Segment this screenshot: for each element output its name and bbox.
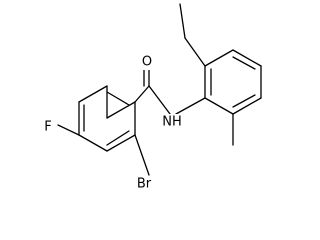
bond (204, 97, 234, 115)
structure-diagram: O NH F Br (41, 3, 262, 192)
nitrogen-label: NH (162, 115, 182, 130)
aniline-ring (175, 49, 262, 115)
bond (78, 85, 108, 103)
oxygen-label: O (142, 55, 152, 70)
bond (184, 37, 206, 67)
bond (134, 85, 150, 103)
carbonyl-group (134, 67, 171, 115)
ethyl-group (179, 3, 206, 67)
atom-labels: O NH F Br (41, 55, 182, 192)
double-bond (232, 94, 256, 108)
bond (175, 97, 206, 115)
halogen-bonds (57, 124, 150, 176)
bond (57, 124, 80, 136)
bond (106, 101, 136, 119)
double-bond (232, 56, 256, 70)
fluorine-label: F (44, 120, 51, 135)
double-bond (106, 130, 130, 146)
bond (134, 134, 150, 176)
molecule-svg: O NH F Br (41, 3, 262, 192)
bond (148, 85, 171, 115)
bond (106, 134, 136, 152)
bond (204, 49, 234, 67)
bond (232, 49, 262, 67)
bond (232, 97, 262, 115)
bond (179, 3, 186, 39)
bromine-label: Br (137, 177, 152, 192)
benzamide-ring (78, 85, 136, 152)
double-bond (106, 91, 130, 106)
bond (78, 134, 108, 152)
